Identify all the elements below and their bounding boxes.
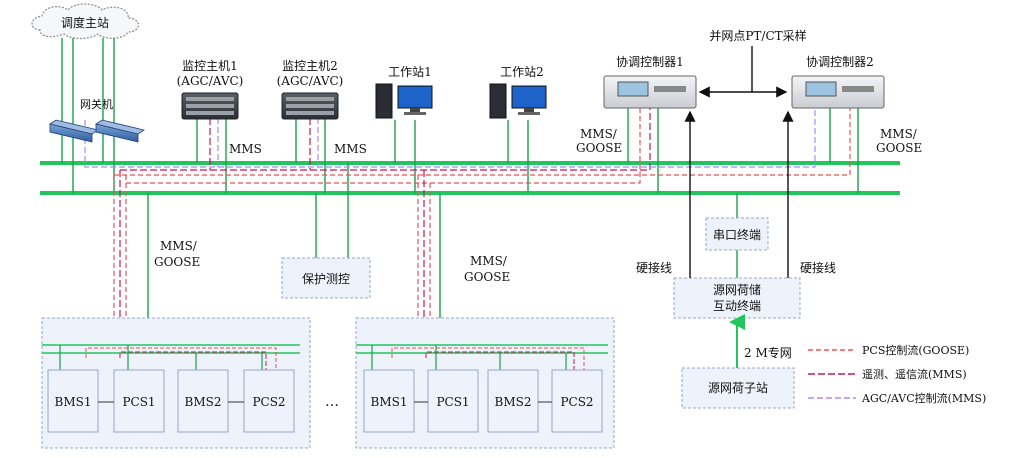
monitor1-line1: 监控主机1 <box>182 59 238 73</box>
cluster1-pcs1: PCS1 <box>122 395 155 409</box>
mms-goose-mid-a: MMS/ <box>470 254 508 268</box>
monitor2-line1: 监控主机2 <box>282 59 338 73</box>
legend-telemetry-label: 遥测、遥信流(MMS) <box>862 367 967 381</box>
workstation-1: 工作站1 <box>375 65 433 119</box>
workstation2-label: 工作站2 <box>500 65 544 79</box>
mms-goose-ctrl1-b: GOOSE <box>576 141 622 155</box>
mms-goose-mid-b: GOOSE <box>464 270 510 284</box>
battery-cluster-2: BMS1 PCS1 BMS2 PCS2 <box>355 317 615 449</box>
serial-terminal-label: 串口终端 <box>713 227 761 242</box>
controller2-label: 协调控制器2 <box>806 54 874 69</box>
workstation-2: 工作站2 <box>489 65 547 119</box>
serial-terminal-box: 串口终端 <box>705 217 769 251</box>
legend: PCS控制流(GOOSE) 遥测、遥信流(MMS) AGC/AVC控制流(MMS… <box>808 343 986 405</box>
sampling-label: 并网点PT/CT采样 <box>709 28 806 43</box>
cluster2-pcs2: PCS2 <box>560 395 593 409</box>
telemetry-flows <box>119 108 651 345</box>
cluster1-bms2: BMS2 <box>185 395 222 409</box>
mms-label-2: MMS <box>334 142 367 156</box>
monitor-host-1: 监控主机1 (AGC/AVC) <box>177 59 244 120</box>
workstation1-label: 工作站1 <box>388 65 432 79</box>
interaction-line1: 源网荷储 <box>713 282 761 297</box>
monitor1-line2: (AGC/AVC) <box>177 74 244 88</box>
mms-goose-left-a: MMS/ <box>160 239 198 253</box>
mms-goose-ctrl2-a: MMS/ <box>880 127 918 141</box>
gateway-switch-2 <box>95 119 145 143</box>
substation-box: 源网荷子站 <box>681 367 795 409</box>
cluster1-pcs2: PCS2 <box>252 395 285 409</box>
hardwire-label-2: 硬接线 <box>800 260 836 275</box>
coordination-controller-1: 协调控制器1 <box>603 54 697 109</box>
cluster1-bms1: BMS1 <box>55 395 92 409</box>
dedicated-network-label: 2 M专网 <box>744 345 792 360</box>
cluster2-bms2: BMS2 <box>495 395 532 409</box>
legend-goose-label: PCS控制流(GOOSE) <box>862 343 969 357</box>
interaction-line2: 互动终端 <box>713 298 761 313</box>
mms-label-1: MMS <box>229 142 262 156</box>
gateway-switch-1 <box>49 119 99 143</box>
interaction-terminal-box: 源网荷储 互动终端 <box>673 277 801 319</box>
controller1-label: 协调控制器1 <box>616 54 684 69</box>
goose-flows <box>113 108 851 345</box>
cluster2-bms1: BMS1 <box>371 395 408 409</box>
monitor2-line2: (AGC/AVC) <box>277 74 344 88</box>
hardwire-label-1: 硬接线 <box>636 260 672 275</box>
cluster-ellipsis: … <box>325 394 339 410</box>
cluster2-pcs1: PCS1 <box>436 395 469 409</box>
substation-label: 源网荷子站 <box>708 381 768 395</box>
agc-avc-flows <box>84 108 816 168</box>
dispatch-label: 调度主站 <box>61 15 109 30</box>
battery-cluster-1: BMS1 PCS1 BMS2 PCS2 <box>41 317 311 449</box>
mms-goose-ctrl2-b: GOOSE <box>876 141 922 155</box>
protection-box: 保护测控 <box>281 257 371 299</box>
legend-agc-label: AGC/AVC控制流(MMS) <box>861 391 986 405</box>
monitor-host-2: 监控主机2 (AGC/AVC) <box>277 59 344 120</box>
coordination-controller-2: 协调控制器2 <box>791 54 885 109</box>
gateway-label: 网关机 <box>80 97 113 111</box>
dispatch-cloud: 调度主站 <box>31 3 140 40</box>
mms-goose-ctrl1-a: MMS/ <box>580 127 618 141</box>
mms-goose-left-b: GOOSE <box>154 255 200 269</box>
protection-label: 保护测控 <box>302 272 350 286</box>
